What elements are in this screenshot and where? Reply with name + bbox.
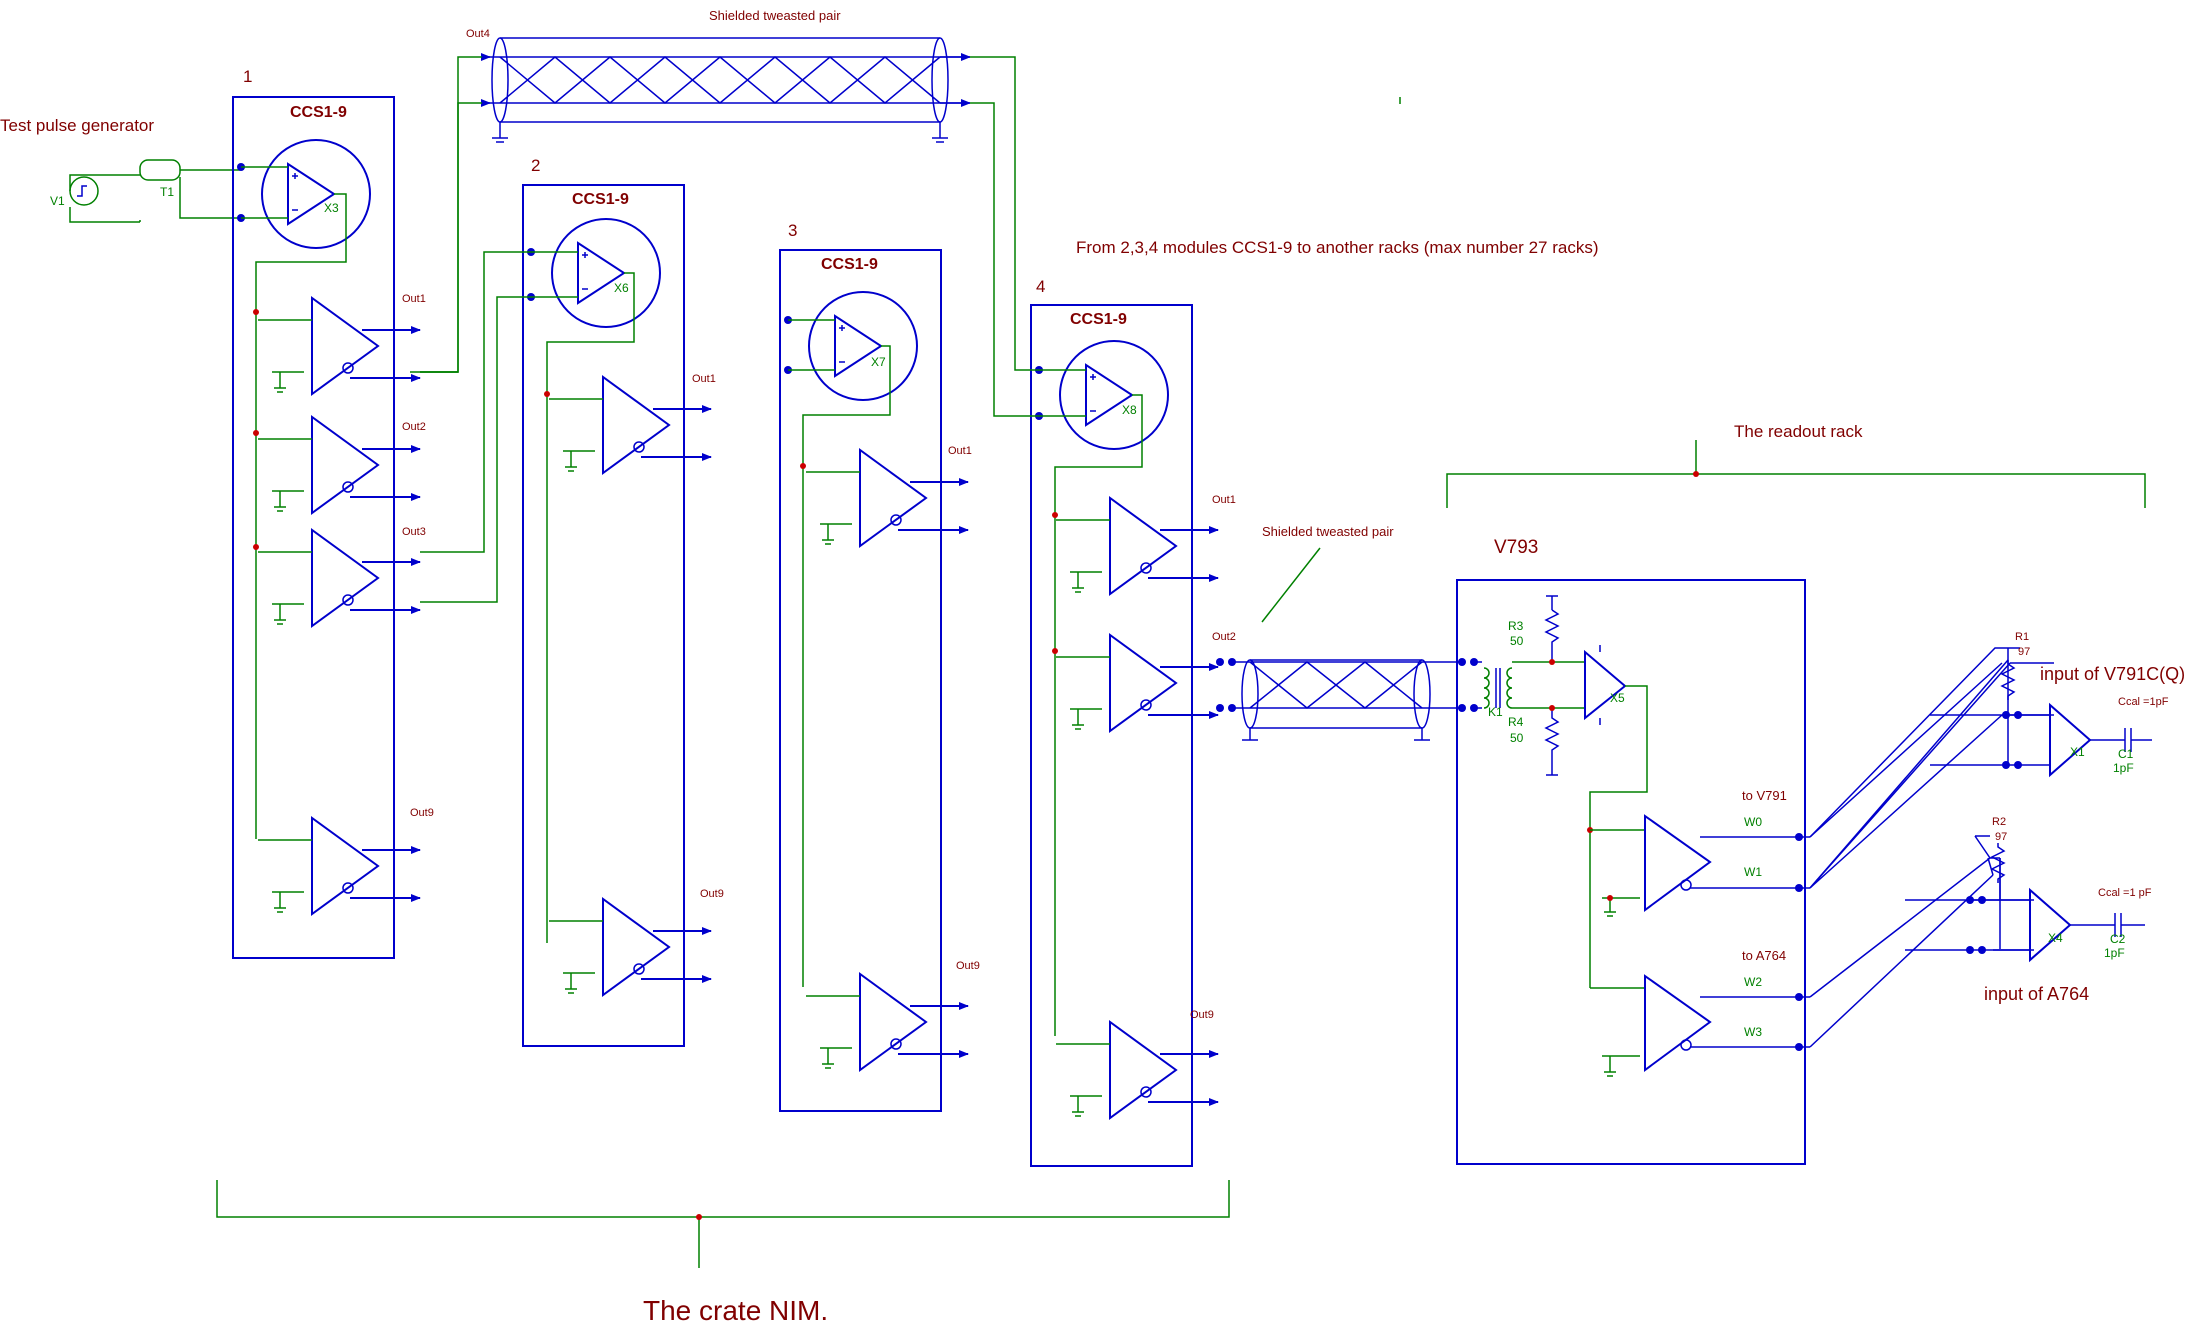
m1-out1-label: Out1 — [402, 293, 426, 305]
input-stages — [1905, 660, 2152, 963]
x4-label: X4 — [2048, 931, 2063, 945]
shielded-pair-mid-label: Shielded tweasted pair — [1262, 524, 1394, 539]
r1-label: R1 — [2015, 631, 2029, 643]
m2-out9-label: Out9 — [700, 888, 724, 900]
c2-value: 1pF — [2104, 946, 2125, 960]
to-v791-label: to V791 — [1742, 788, 1787, 803]
m4-out2-label: Out2 — [1212, 631, 1236, 643]
m1-out9-label: Out9 — [410, 807, 434, 819]
from-modules-label: From 2,3,4 modules CCS1-9 to another rac… — [1076, 238, 1598, 257]
r4-value: 50 — [1510, 731, 1524, 745]
module-1 — [232, 96, 420, 959]
test-pulse-generator — [69, 159, 240, 223]
m4-out9-label: Out9 — [1190, 1009, 1214, 1021]
c2-label: C2 — [2110, 932, 2126, 946]
module-3-number: 3 — [788, 221, 797, 240]
input-a764-label: input of A764 — [1984, 984, 2089, 1004]
x5-label: X5 — [1610, 691, 1625, 705]
m4-out1-label: Out1 — [1212, 494, 1236, 506]
c1-label: C1 — [2118, 747, 2134, 761]
c1-value: 1pF — [2113, 761, 2134, 775]
v793-module — [1456, 579, 1810, 1165]
twisted-pair-top — [481, 37, 971, 143]
r3-value: 50 — [1510, 634, 1524, 648]
r2-value: 97 — [1995, 831, 2007, 843]
module-3 — [779, 249, 968, 1112]
x6-label: X6 — [614, 281, 629, 295]
module-2 — [522, 184, 711, 1047]
m3-out1-label: Out1 — [948, 445, 972, 457]
t1-label: T1 — [160, 185, 174, 199]
x3-label: X3 — [324, 201, 339, 215]
m2-out1-label: Out1 — [692, 373, 716, 385]
module-1-number: 1 — [243, 67, 252, 86]
input-v791-label: input of V791C(Q) — [2040, 664, 2185, 684]
w1-label: W1 — [1744, 865, 1762, 879]
r3-label: R3 — [1508, 619, 1524, 633]
v793-title: V793 — [1494, 537, 1538, 558]
module-4-number: 4 — [1036, 277, 1045, 296]
m1-out2-label: Out2 — [402, 421, 426, 433]
w2-label: W2 — [1744, 975, 1762, 989]
k1-label: K1 — [1488, 705, 1503, 719]
module-4 — [1030, 304, 1218, 1167]
twisted-pair-mid — [1216, 547, 1478, 741]
module-4-title: CCS1-9 — [1070, 311, 1127, 328]
ccal1-label: Ccal =1pF — [2118, 696, 2169, 708]
m3-out9-label: Out9 — [956, 960, 980, 972]
x8-label: X8 — [1122, 403, 1137, 417]
readout-rack-label: The readout rack — [1734, 422, 1863, 441]
module-3-title: CCS1-9 — [821, 256, 878, 273]
x1-label: X1 — [2070, 745, 2085, 759]
ccal2-label: Ccal =1 pF — [2098, 887, 2152, 899]
transmission-line-icon — [139, 159, 181, 181]
r2-label: R2 — [1992, 816, 2006, 828]
module-2-number: 2 — [531, 156, 540, 175]
crate-nim-label: The crate NIM. — [643, 1295, 828, 1326]
v1-label: V1 — [50, 194, 65, 208]
x7-label: X7 — [871, 355, 886, 369]
braces — [216, 440, 2146, 1268]
pulse-source-icon — [69, 176, 99, 206]
interconnect-wires — [410, 56, 1401, 603]
w3-label: W3 — [1744, 1025, 1762, 1039]
w0-label: W0 — [1744, 815, 1762, 829]
shielded-pair-top-label: Shielded tweasted pair — [709, 8, 841, 23]
r1-value: 97 — [2018, 646, 2030, 658]
to-a764-label: to A764 — [1742, 948, 1786, 963]
test-pulse-generator-label: Test pulse generator — [0, 116, 154, 135]
module-2-title: CCS1-9 — [572, 191, 629, 208]
m1-out3-label: Out3 — [402, 526, 426, 538]
out4-label: Out4 — [466, 28, 490, 40]
module-1-title: CCS1-9 — [290, 104, 347, 121]
r4-label: R4 — [1508, 715, 1524, 729]
